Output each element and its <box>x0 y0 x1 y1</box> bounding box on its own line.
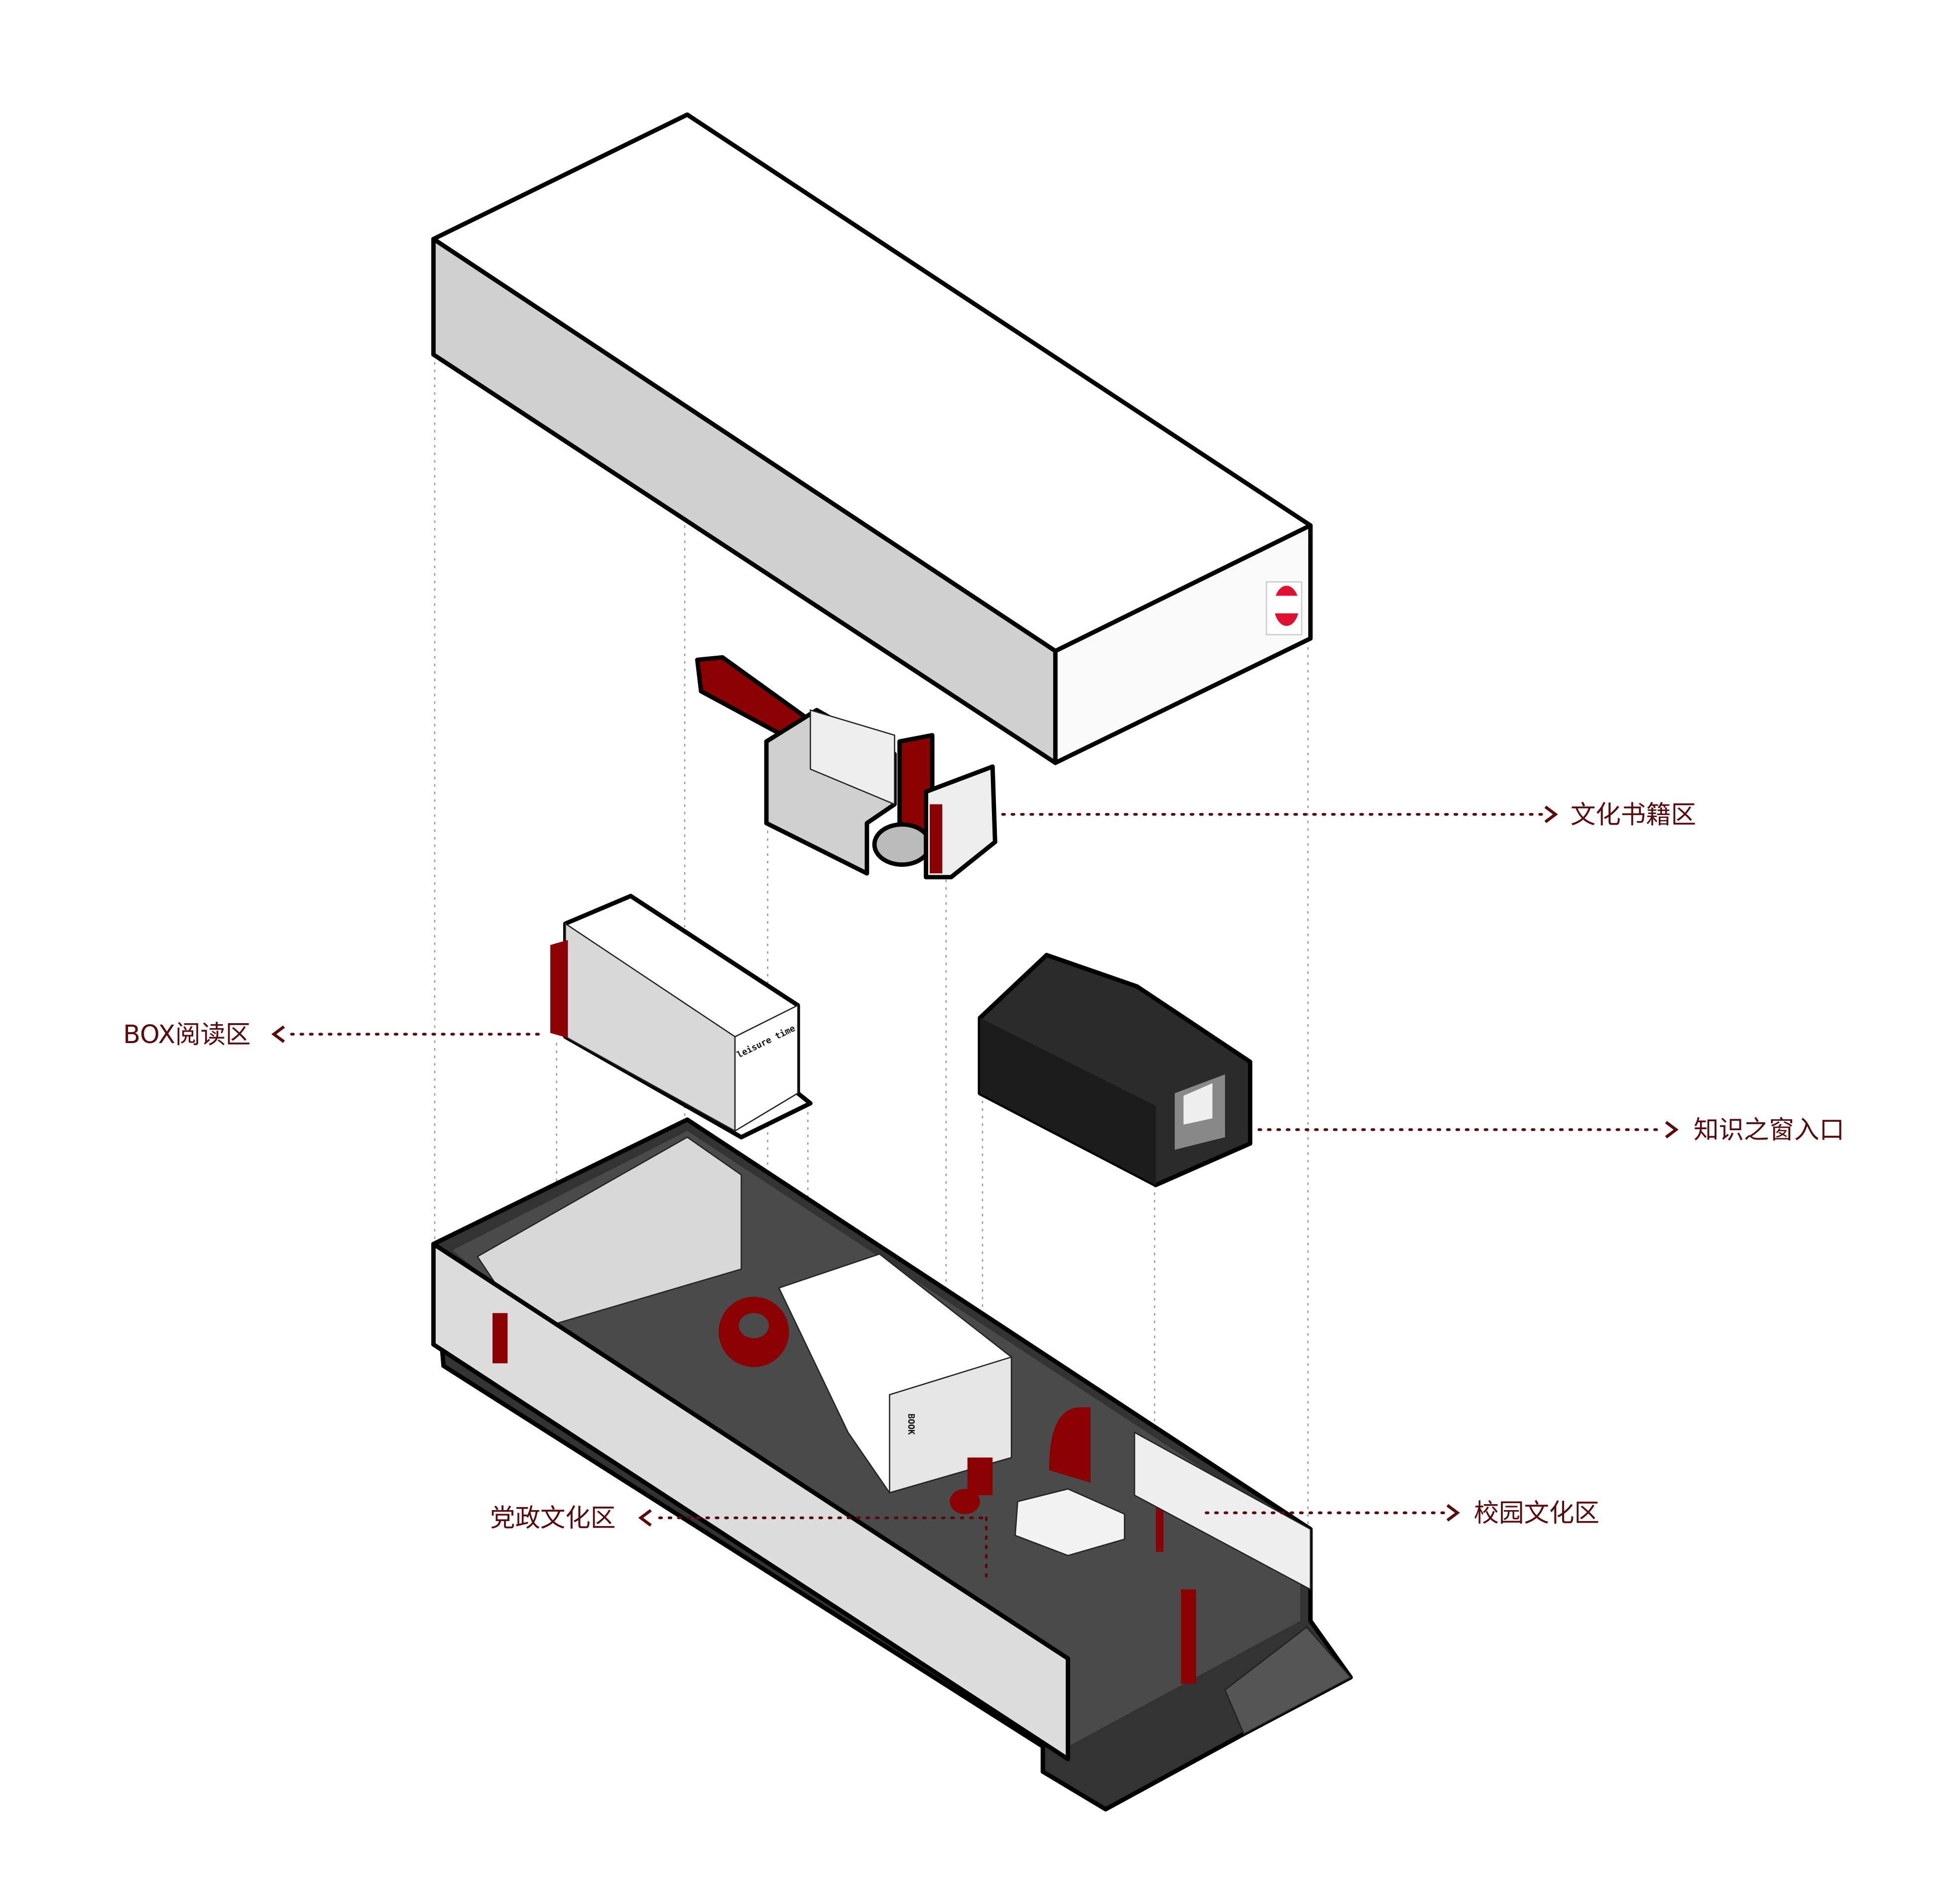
label-knowledge-window: 知识之窗入口 <box>1257 1115 1844 1145</box>
label-box-reading: BOX阅读区 <box>123 1020 544 1049</box>
book-wall-sign: BOOK <box>906 1414 916 1435</box>
svg-text:BOX阅读区: BOX阅读区 <box>123 1020 250 1049</box>
label-campus-culture: 校园文化区 <box>1205 1498 1599 1528</box>
box-reading-module: leisure time <box>550 894 813 1140</box>
culture-books-module <box>695 655 997 880</box>
logo-sign <box>1266 581 1303 636</box>
label-party-culture: 党政文化区 <box>490 1503 988 1582</box>
ceiling-volume <box>431 112 1313 765</box>
svg-text:校园文化区: 校园文化区 <box>1474 1498 1599 1528</box>
knowledge-window-volume <box>978 952 1252 1187</box>
ground-floor: BOOK <box>431 1117 1353 1812</box>
label-culture-books: 文化书籍区 <box>1001 800 1696 829</box>
svg-text:党政文化区: 党政文化区 <box>490 1503 615 1533</box>
svg-text:知识之窗入口: 知识之窗入口 <box>1694 1115 1844 1145</box>
svg-text:文化书籍区: 文化书籍区 <box>1571 800 1696 829</box>
